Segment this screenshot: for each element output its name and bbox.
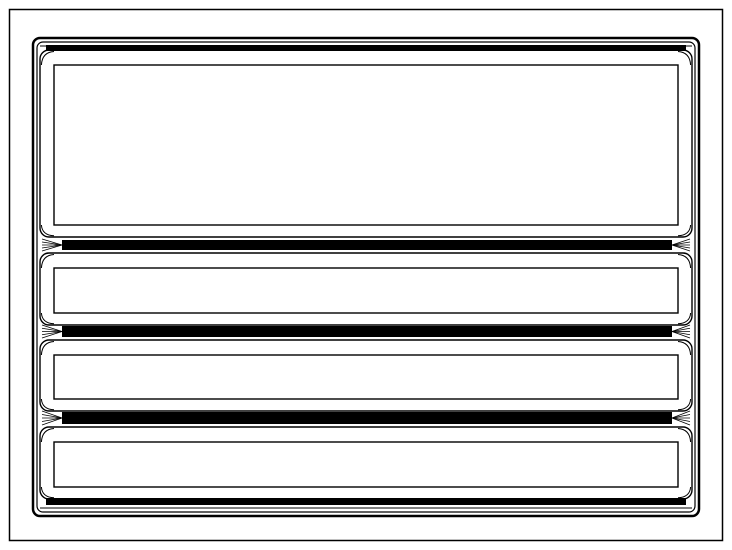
separator-edge-line	[671, 417, 691, 422]
separator-edge-line	[671, 414, 691, 419]
panel-outline	[39, 426, 693, 500]
separator-edge-line	[41, 327, 63, 332]
separator-edge-line	[671, 331, 691, 339]
separator-edge-line	[41, 244, 63, 252]
panel-face	[53, 441, 679, 488]
panel-outline	[39, 339, 693, 412]
separator-edge-line	[671, 244, 691, 252]
cabinet-outer-outline	[31, 36, 701, 518]
corner-bevel	[40, 398, 55, 411]
drawer-front	[39, 339, 693, 412]
corner-bevel	[677, 341, 692, 356]
corner-bevel	[40, 312, 55, 325]
separator-edge-line	[671, 331, 691, 336]
panel-face	[53, 64, 679, 226]
separator-edge-line	[671, 244, 691, 249]
separator-edge-line	[41, 241, 63, 246]
separator-edge-line	[671, 324, 691, 332]
page-frame	[8, 8, 724, 542]
cabinet-body	[31, 36, 701, 518]
panel-face	[53, 267, 679, 314]
separator-edge-line	[671, 241, 691, 246]
separator-edge-line	[671, 327, 691, 332]
panel-outline	[39, 49, 693, 238]
separator-fill	[62, 240, 672, 250]
corner-bevel	[40, 486, 55, 499]
drawer-front	[39, 426, 693, 500]
separator-band	[41, 324, 691, 339]
corner-bevel	[40, 51, 55, 66]
separator-edge-line	[671, 410, 691, 419]
separator-edge-line	[671, 238, 691, 246]
corner-bevel	[40, 224, 55, 237]
corner-bevel	[677, 312, 692, 325]
corner-bevel	[677, 254, 692, 269]
separator-band	[41, 238, 691, 252]
separator-edge-line	[41, 414, 63, 419]
drawer-fronts	[39, 49, 693, 500]
corner-bevel	[677, 51, 692, 66]
separator-fill	[62, 326, 672, 337]
separator-edge-line	[671, 417, 691, 426]
corner-bevel	[677, 428, 692, 443]
corner-bevel	[677, 398, 692, 411]
separator-fill	[62, 412, 672, 424]
drawer-separators	[41, 238, 691, 426]
separator-edge-line	[41, 417, 63, 426]
separator-edge-line	[41, 331, 63, 339]
separator-edge-line	[41, 417, 63, 422]
corner-bevel	[677, 486, 692, 499]
corner-bevel	[40, 254, 55, 269]
separator-edge-line	[41, 244, 63, 249]
separator-edge-line	[41, 331, 63, 336]
separator-edge-line	[41, 410, 63, 419]
separator-edge-line	[41, 238, 63, 246]
top-panel	[39, 49, 693, 238]
separator-edge-line	[41, 324, 63, 332]
corner-bevel	[677, 224, 692, 237]
bottom-edge-band	[46, 498, 686, 505]
panel-outline	[39, 252, 693, 326]
drawer-front	[39, 252, 693, 326]
corner-bevel	[40, 341, 55, 356]
top-edge-band	[46, 45, 686, 51]
separator-band	[41, 410, 691, 426]
panel-face	[53, 354, 679, 400]
corner-bevel	[40, 428, 55, 443]
cabinet-inner-outline	[36, 41, 696, 513]
